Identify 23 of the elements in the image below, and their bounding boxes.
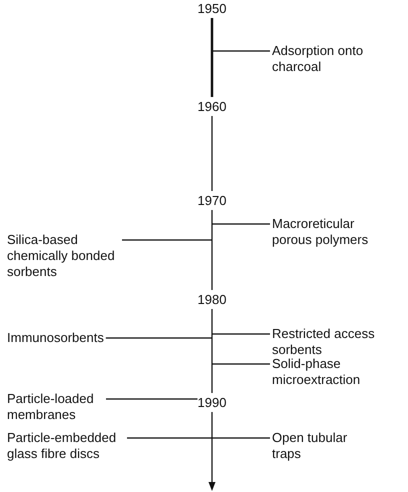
leader-line: [212, 333, 270, 335]
leader-line: [212, 363, 270, 365]
year-label: 1970: [198, 194, 226, 207]
timeline-entry: Particle-loaded membranes: [7, 391, 95, 423]
timeline-entry: Particle-embedded glass fibre discs: [7, 430, 118, 462]
leader-line: [212, 223, 270, 225]
leader-line: [127, 437, 212, 439]
timeline-entry: Open tubular traps: [272, 430, 348, 462]
leader-line: [106, 398, 198, 400]
leader-line: [212, 50, 270, 52]
timeline-entry: Restricted access sorbents: [272, 326, 376, 358]
timeline-entry: Solid-phase microextraction: [272, 356, 362, 388]
leader-line: [122, 239, 212, 241]
year-label: 1980: [198, 293, 226, 306]
timeline-entry: Immunosorbents: [7, 330, 104, 346]
timeline-entry: Adsorption onto charcoal: [272, 43, 364, 75]
timeline-entry: Silica-based chemically bonded sorbents: [7, 232, 116, 280]
year-label: 1990: [198, 396, 226, 409]
timeline-entry: Macroreticular porous polymers: [272, 216, 370, 248]
year-label: 1960: [198, 100, 226, 113]
year-label: 1950: [198, 2, 226, 15]
leader-line: [106, 337, 212, 339]
leader-line: [212, 437, 270, 439]
